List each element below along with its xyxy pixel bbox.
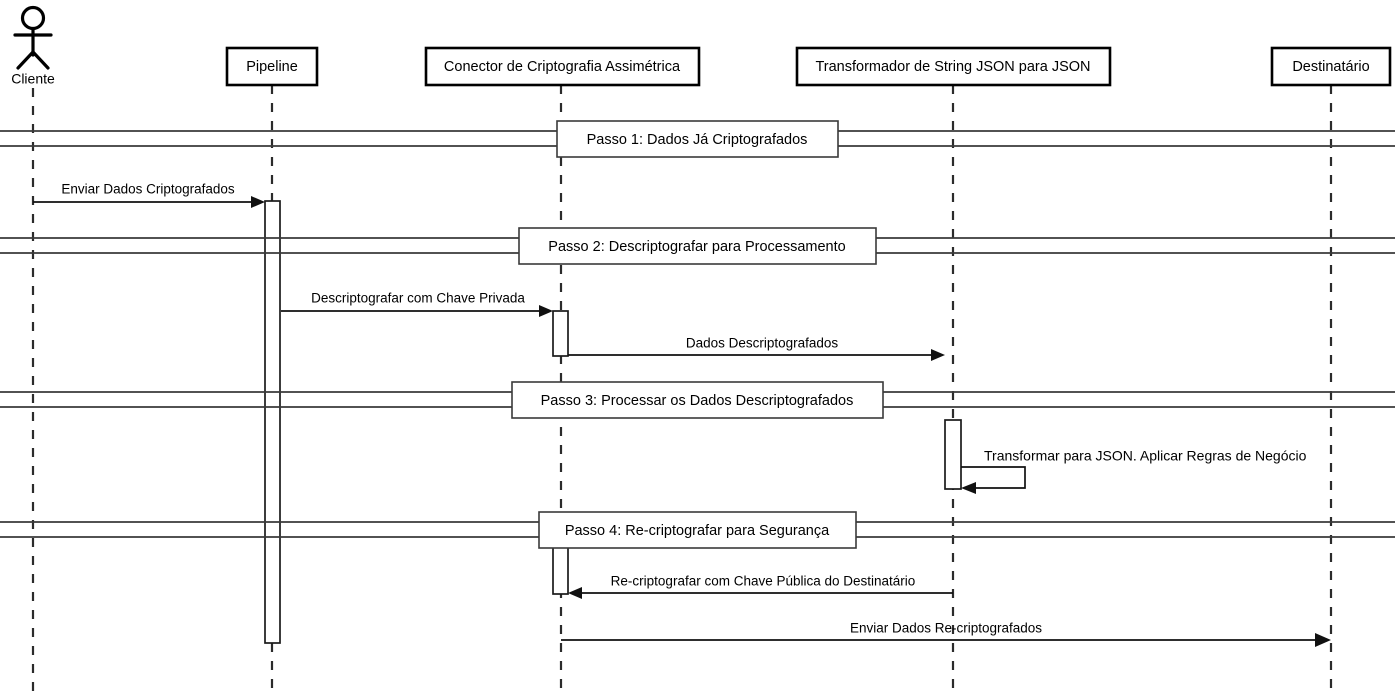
fragment-passo1[interactable]: Passo 1: Dados Já Criptografados [0,120,1395,158]
participant-label-transformador: Transformador de String JSON para JSON [815,59,1090,75]
message-dados-descriptografados[interactable]: Dados Descriptografados [568,336,945,361]
fragment-passo1-label: Passo 1: Dados Já Criptografados [587,132,808,148]
message-3-label: Dados Descriptografados [686,336,839,351]
fragment-passo1-box [556,120,839,158]
message-2-arrowhead [539,305,553,317]
participant-box-transformador [795,46,1112,87]
participant-box-pipeline [225,46,319,87]
activation-bar-transformador [944,419,962,490]
fragment-passo3-box [511,381,884,419]
fragment-passo4-label: Passo 4: Re-criptografar para Segurança [565,523,830,539]
actor-head-icon [20,5,46,31]
message-descriptografar-chave-privada[interactable]: Descriptografar com Chave Privada [281,291,553,317]
participant-box-conector [424,46,701,87]
message-5-label: Re-criptografar com Chave Pública do Des… [611,574,916,589]
message-6-arrowhead [1315,633,1331,647]
fragment-passo4-box [538,511,857,549]
message-4-label: Transformar para JSON. Aplicar Regras de… [984,448,1307,464]
message-2-label: Descriptografar com Chave Privada [311,291,525,306]
activation-bar-conector-1 [552,310,569,357]
participant-transformador[interactable]: Transformador de String JSON para JSON [795,46,1112,87]
activation-bar-conector-2 [552,546,569,595]
message-enviar-dados-re-criptografados[interactable]: Enviar Dados Re-criptografados [561,621,1331,647]
fragment-passo2-box [518,227,877,265]
message-1-arrowhead [251,196,265,208]
participant-box-destinatario [1270,46,1392,87]
message-5-arrowhead [568,587,582,599]
actor-leg-left-icon [16,50,35,70]
actor-leg-right-icon [31,50,50,70]
participant-label-pipeline: Pipeline [246,59,298,75]
fragment-passo2-label: Passo 2: Descriptografar para Processame… [548,239,845,255]
fragment-passo4[interactable]: Passo 4: Re-criptografar para Segurança [0,511,1395,549]
fragment-passo2[interactable]: Passo 2: Descriptografar para Processame… [0,227,1395,265]
participant-conector[interactable]: Conector de Criptografia Assimétrica [424,46,701,87]
participant-label-cliente: Cliente [11,71,55,87]
message-1-label: Enviar Dados Criptografados [61,182,235,197]
participant-label-destinatario: Destinatário [1292,59,1369,75]
participant-label-conector: Conector de Criptografia Assimétrica [444,59,681,75]
participant-pipeline[interactable]: Pipeline [225,46,319,87]
activation-bar-pipeline [264,200,281,644]
message-enviar-dados-criptografados[interactable]: Enviar Dados Criptografados [33,182,265,208]
fragment-passo3[interactable]: Passo 3: Processar os Dados Descriptogra… [0,381,1395,419]
fragment-passo3-label: Passo 3: Processar os Dados Descriptogra… [541,393,854,409]
participant-cliente[interactable]: Cliente [11,5,55,87]
message-re-criptografar-chave-publica[interactable]: Re-criptografar com Chave Pública do Des… [568,574,953,599]
message-transformar-json-self[interactable]: Transformar para JSON. Aplicar Regras de… [961,448,1307,494]
participant-destinatario[interactable]: Destinatário [1270,46,1392,87]
message-6-label: Enviar Dados Re-criptografados [850,621,1042,636]
message-3-arrowhead [931,349,945,361]
message-4-arrowhead [961,482,976,494]
activation-bars-layer [264,200,962,644]
message-4-line [961,466,1026,489]
